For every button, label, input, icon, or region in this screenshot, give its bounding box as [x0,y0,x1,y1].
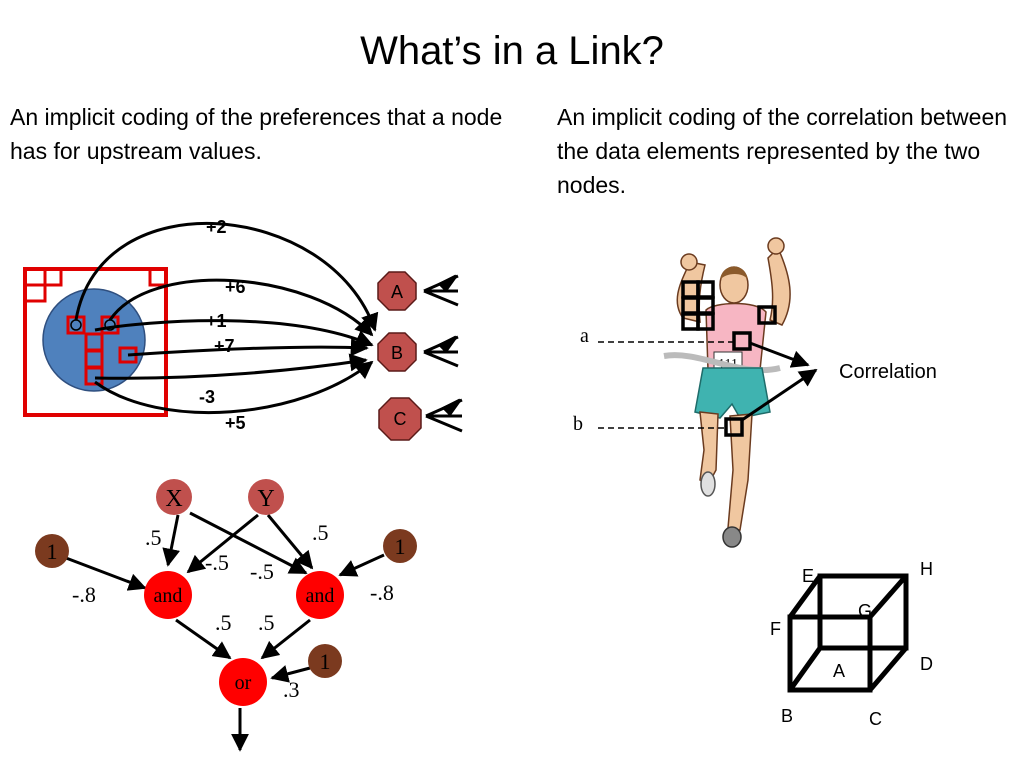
gate-label: and [306,585,335,607]
frame-corner-right [148,269,166,287]
fan-arrows [423,274,463,433]
bias-label: 1 [395,534,406,559]
input-node-y: Y [248,479,284,515]
logic-weight-label: .5 [215,610,232,635]
target-label: B [391,343,403,363]
target-node-b: B [377,332,417,372]
red-frame [23,267,168,417]
label-a: a [580,325,589,347]
feature-box-shoulder [757,305,777,325]
slide-title: What’s in a Link? [360,29,664,73]
runner-hair [720,266,748,280]
cube-diagram: E H G F D A B C [770,559,933,729]
logic-weight-label: .5 [258,610,275,635]
right-caption: An implicit coding of the correlation be… [557,104,1008,198]
cube-vertex-label: E [802,566,814,586]
blue-node [42,288,146,392]
runner-right-leg [727,413,753,531]
input-label: Y [257,486,274,512]
label-b: b [573,413,583,435]
input-label: X [165,486,182,512]
preference-diagram: +2 +6 +1 +7 -3 +5 A B C [23,217,463,441]
weight-label: -3 [199,387,215,407]
logic-weight-label: -.5 [205,550,229,575]
target-node-c: C [378,397,422,441]
logic-weight-label: -.8 [370,580,394,605]
cube-vertex-label: A [833,661,845,681]
logic-weight-label: -.5 [250,559,274,584]
and-gate-right: and [296,571,344,619]
correlation-arrow-b [741,368,818,422]
runner-left-fist [680,253,698,271]
gate-label: or [235,672,252,694]
logic-weight-label: .5 [145,525,162,550]
and-gate-left: and [144,571,192,619]
or-gate: or [219,658,267,706]
bias-node-or: 1 [308,644,342,678]
preference-links [74,221,379,415]
logic-weight-label: .5 [312,520,329,545]
target-label: C [394,409,407,429]
frame-corner-left [25,269,63,303]
weight-label: +6 [225,277,246,297]
gate-label: and [154,585,183,607]
bias-label: 1 [47,539,58,564]
feature-box-knee [724,417,744,437]
runner-right-shoe [722,526,742,548]
target-label: A [391,282,403,302]
weight-label: +7 [214,336,235,356]
correlation-label: Correlation [839,361,937,383]
weight-label: +1 [206,311,227,331]
inner-dot-left [70,319,82,331]
feature-box-chest [732,331,752,351]
bias-label: 1 [320,649,331,674]
bias-node-left: 1 [35,534,69,568]
cube-vertex-label: F [770,619,781,639]
cube-vertex-label: H [920,559,933,579]
weight-label: +5 [225,413,246,433]
bias-node-right: 1 [383,529,417,563]
runner-left-shoe [700,471,716,497]
weight-label: +2 [206,217,227,237]
logic-weight-label: -.8 [72,582,96,607]
correlation-arrow-a [749,341,810,368]
left-caption: An implicit coding of the preferences th… [10,104,503,164]
runner-right-fist [767,237,785,255]
cube-vertex-label: D [920,654,933,674]
logic-network: X Y 1 1 1 and and or [35,479,417,752]
cube-vertex-label: C [869,709,882,729]
input-node-x: X [156,479,192,515]
target-node-a: A [377,271,417,311]
finish-tape [663,352,781,374]
cube-vertex-label: B [781,706,793,726]
runner-illustration: 111 a b Correlation [573,237,937,548]
logic-weight-label: .3 [283,677,300,702]
feature-grid [681,280,715,331]
cube-vertex-label: G [858,601,872,621]
runner-shorts [694,367,771,419]
runner-right-arm [767,246,791,326]
